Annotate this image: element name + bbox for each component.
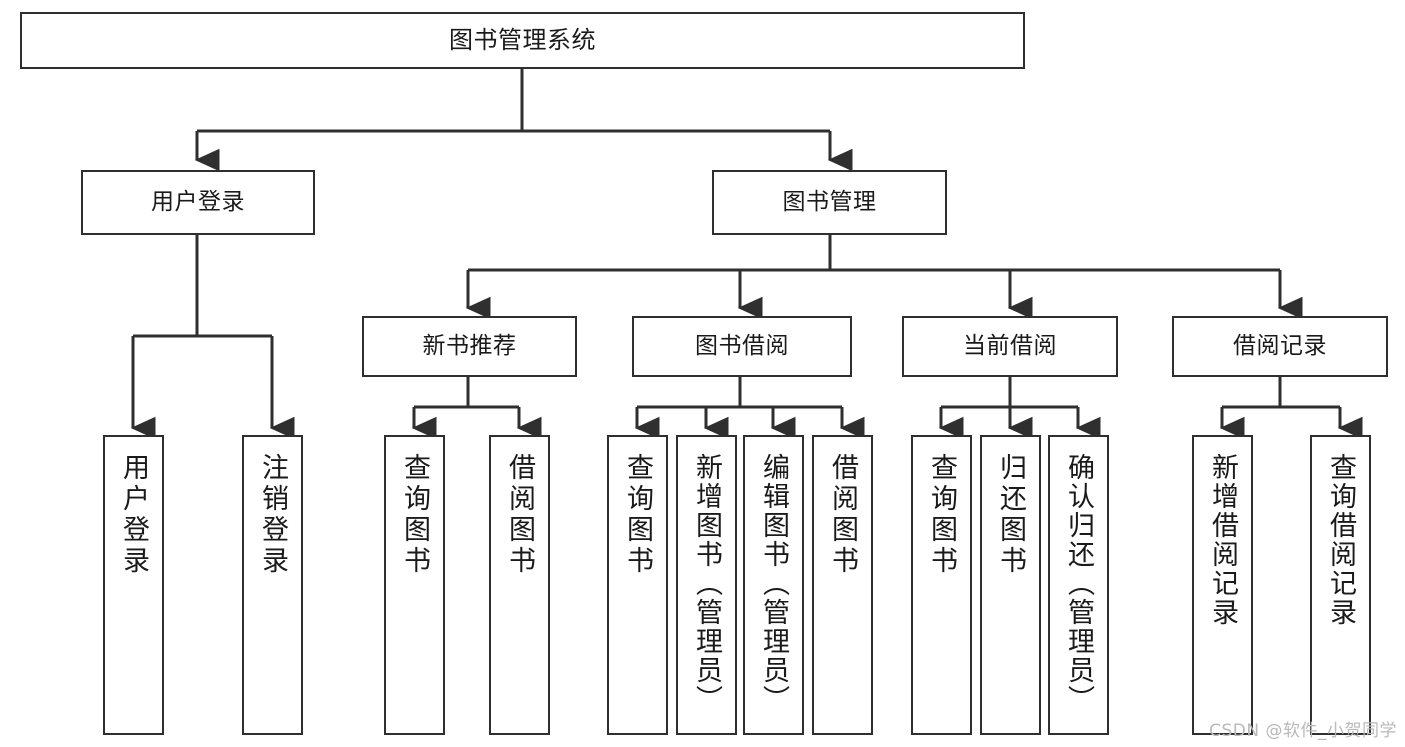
node-label: 当前借阅 xyxy=(963,332,1057,359)
leaf-confirm-return-admin[interactable]: 确认归还（管理员） xyxy=(1048,435,1109,735)
node-label: 借阅图书 xyxy=(827,453,858,577)
node-label: 新增图书（管理员） xyxy=(691,453,722,714)
node-user-login[interactable]: 用户登录 xyxy=(81,170,315,235)
node-root-system[interactable]: 图书管理系统 xyxy=(20,12,1025,69)
node-label: 查询图书 xyxy=(399,453,430,577)
leaf-return-book[interactable]: 归还图书 xyxy=(980,435,1041,735)
node-label: 查询图书 xyxy=(926,453,957,577)
node-label: 归还图书 xyxy=(995,453,1026,577)
node-new-book-recommend[interactable]: 新书推荐 xyxy=(362,316,577,377)
node-label: 用户登录 xyxy=(118,453,149,577)
leaf-query-book-recommend[interactable]: 查询图书 xyxy=(384,435,445,735)
leaf-user-login[interactable]: 用户登录 xyxy=(103,435,164,735)
node-label: 查询图书 xyxy=(622,453,653,577)
node-book-borrow[interactable]: 图书借阅 xyxy=(632,316,852,377)
node-label: 用户登录 xyxy=(151,188,245,215)
node-label: 注销登录 xyxy=(257,453,288,577)
node-label: 图书管理系统 xyxy=(449,26,596,55)
node-current-borrow[interactable]: 当前借阅 xyxy=(902,316,1118,377)
leaf-edit-book-admin[interactable]: 编辑图书（管理员） xyxy=(743,435,804,735)
leaf-borrow-book-recommend[interactable]: 借阅图书 xyxy=(489,435,550,735)
node-book-manage[interactable]: 图书管理 xyxy=(712,170,947,235)
leaf-borrow-book[interactable]: 借阅图书 xyxy=(812,435,873,735)
leaf-query-borrow-record[interactable]: 查询借阅记录 xyxy=(1310,435,1371,735)
leaf-add-book-admin[interactable]: 新增图书（管理员） xyxy=(676,435,737,735)
leaf-add-borrow-record[interactable]: 新增借阅记录 xyxy=(1192,435,1253,735)
node-label: 图书管理 xyxy=(782,188,877,215)
leaf-logout-login[interactable]: 注销登录 xyxy=(242,435,303,735)
node-borrow-record[interactable]: 借阅记录 xyxy=(1172,316,1388,377)
node-label: 图书借阅 xyxy=(695,332,789,359)
node-label: 借阅图书 xyxy=(504,453,535,577)
node-label: 查询借阅记录 xyxy=(1325,453,1356,627)
node-label: 借阅记录 xyxy=(1233,332,1327,359)
node-label: 确认归还（管理员） xyxy=(1063,453,1094,714)
csdn-watermark: CSDN @软件_小贺同学 xyxy=(1209,721,1397,741)
node-label: 编辑图书（管理员） xyxy=(758,453,789,714)
leaf-query-book-current[interactable]: 查询图书 xyxy=(911,435,972,735)
leaf-query-book-borrow[interactable]: 查询图书 xyxy=(607,435,668,735)
node-label: 新增借阅记录 xyxy=(1207,453,1238,627)
node-label: 新书推荐 xyxy=(422,332,517,359)
